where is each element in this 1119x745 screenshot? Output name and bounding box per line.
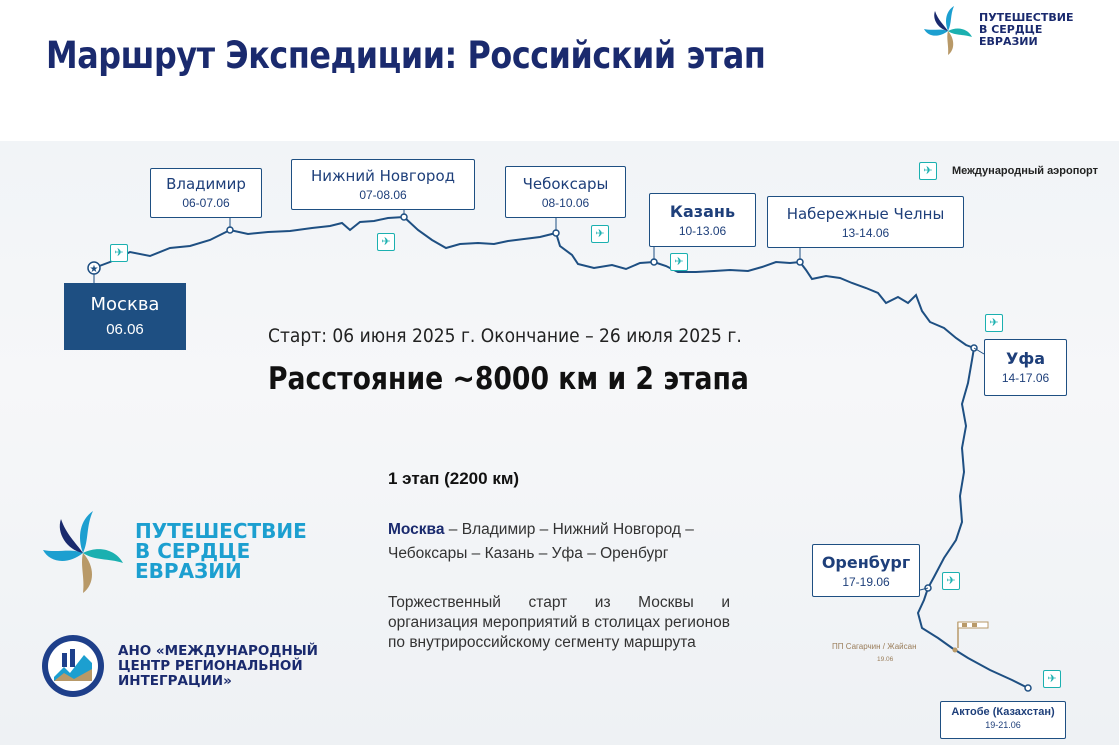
legend-airport-icon: ✈ — [919, 162, 937, 180]
brand-line-1: ПУТЕШЕСТВИЕ — [979, 11, 1074, 24]
border-point-name: ПП Сагарчин / Жайсан — [832, 642, 917, 651]
star-logo-icon — [924, 6, 972, 55]
city-nizhny-date: 07-08.06 — [359, 188, 407, 202]
brand-line-3: ЕВРАЗИИ — [979, 35, 1038, 48]
ano-logo-icon — [42, 635, 104, 697]
city-nizhny-name: Нижний Новгород — [310, 167, 456, 185]
city-ufa: Уфа 14-17.06 — [984, 339, 1067, 396]
airport-icon: ✈ — [591, 225, 609, 243]
airport-icon: ✈ — [1043, 670, 1061, 688]
svg-text:★: ★ — [90, 264, 99, 275]
ano-line-2: ЦЕНТР РЕГИОНАЛЬНОЙ — [118, 658, 303, 674]
city-vladimir: Владимир 06-07.06 — [150, 168, 262, 218]
city-cheboksary: Чебоксары 08-10.06 — [505, 166, 626, 218]
city-kazan: Казань 10-13.06 — [649, 193, 756, 247]
city-kazan-name: Казань — [669, 202, 736, 221]
brand-line-2: В СЕРДЦЕ — [979, 23, 1043, 36]
city-cheboksary-date: 08-10.06 — [541, 196, 590, 210]
city-moscow-date: 06.06 — [106, 321, 144, 338]
city-nizhny-novgorod: Нижний Новгород 07-08.06 — [291, 159, 475, 210]
brand-line-3: ЕВРАЗИИ — [135, 559, 242, 583]
city-ufa-name: Уфа — [1005, 349, 1045, 368]
brand-logo-top: ПУТЕШЕСТВИЕ В СЕРДЦЕ ЕВРАЗИИ — [920, 4, 1100, 58]
stage-route-start: Москва — [388, 521, 445, 538]
ano-line-1: АНО «МЕЖДУНАРОДНЫЙ — [118, 643, 318, 659]
city-cheboksary-name: Чебоксары — [522, 175, 609, 193]
page-title: Маршрут Экспедиции: Российский этап — [46, 34, 766, 77]
brand-line-1: ПУТЕШЕСТВИЕ — [135, 519, 307, 543]
star-logo-icon — [43, 511, 123, 593]
ano-line-3: ИНТЕГРАЦИИ» — [118, 673, 232, 689]
stage-description: Торжественный старт из Москвы и организа… — [388, 594, 730, 651]
ano-name: АНО «МЕЖДУНАРОДНЫЙ ЦЕНТР РЕГИОНАЛЬНОЙ ИН… — [118, 644, 318, 689]
city-aktobe-date: 19-21.06 — [985, 720, 1021, 730]
stage-route: Москва – Владимир – Нижний Новгород – Че… — [388, 518, 733, 566]
airport-icon: ✈ — [110, 244, 128, 262]
city-ufa-date: 14-17.06 — [1001, 371, 1050, 385]
airport-icon: ✈ — [985, 314, 1003, 332]
legend-airport-label: Международный аэропорт — [952, 165, 1099, 177]
city-orenburg-name: Оренбург — [821, 553, 911, 572]
city-naberezhnye-chelny: Набережные Челны 13-14.06 — [767, 196, 964, 248]
city-aktobe-name: Актобе (Казахстан) — [951, 706, 1055, 718]
city-moscow-name: Москва — [90, 294, 160, 315]
city-moscow: Москва 06.06 — [64, 283, 186, 350]
city-vladimir-name: Владимир — [166, 175, 246, 193]
border-point-date: 19.06 — [877, 656, 894, 663]
airport-icon: ✈ — [670, 253, 688, 271]
moscow-marker: ★ — [87, 261, 101, 283]
brand-logo-bottom: ПУТЕШЕСТВИЕ В СЕРДЦЕ ЕВРАЗИИ — [135, 521, 307, 581]
city-orenburg-date: 17-19.06 — [842, 575, 890, 589]
city-aktobe: Актобе (Казахстан) 19-21.06 — [940, 701, 1066, 739]
start-end-dates: Старт: 06 июня 2025 г. Окончание – 26 ию… — [268, 325, 742, 347]
border-gate-icon — [952, 621, 989, 653]
city-kazan-date: 10-13.06 — [678, 224, 727, 238]
city-chelny-date: 13-14.06 — [841, 226, 890, 240]
brand-line-2: В СЕРДЦЕ — [135, 539, 251, 563]
distance-headline: Расстояние ~8000 км и 2 этапа — [268, 361, 749, 397]
route-line — [93, 215, 1029, 689]
airport-icon: ✈ — [377, 233, 395, 251]
city-chelny-name: Набережные Челны — [786, 205, 945, 223]
airport-icon: ✈ — [942, 572, 960, 590]
stage-route-rest: – Владимир – Нижний Новгород – Чебоксары… — [388, 521, 694, 562]
stage-heading: 1 этап (2200 км) — [388, 469, 520, 488]
city-orenburg: Оренбург 17-19.06 — [812, 544, 920, 597]
city-vladimir-date: 06-07.06 — [182, 196, 230, 210]
